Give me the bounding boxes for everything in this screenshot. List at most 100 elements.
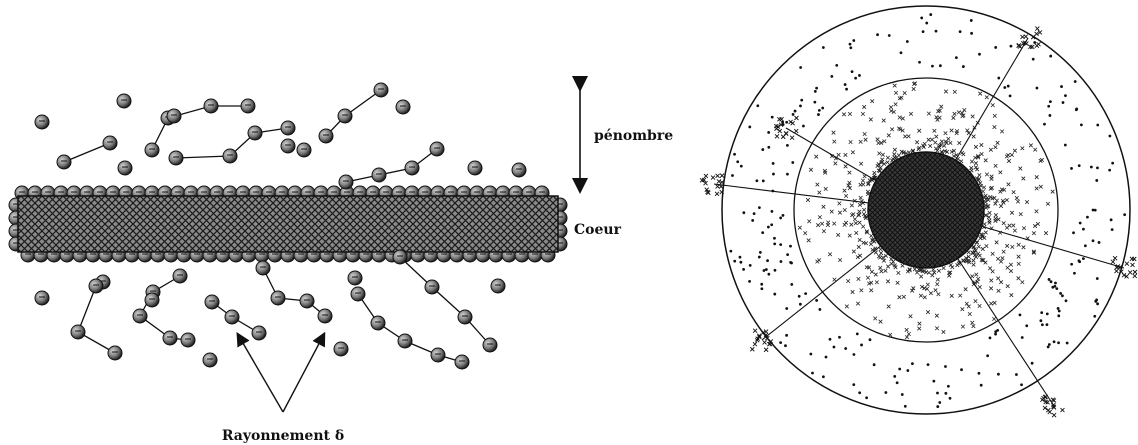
penumbra-cross xyxy=(851,150,855,154)
penumbra-cross xyxy=(1007,159,1011,163)
atom-ball xyxy=(300,294,314,308)
delta-ray-path xyxy=(140,276,188,340)
penumbra-cross xyxy=(843,189,847,193)
penumbra-cross xyxy=(1002,188,1006,192)
penumbra-dot xyxy=(763,269,766,272)
penumbra-dot xyxy=(1009,94,1012,97)
penumbra-cross xyxy=(1006,284,1010,288)
ray-cluster-cross xyxy=(1111,260,1115,264)
penumbra-cross xyxy=(1012,224,1016,228)
penumbra-cross xyxy=(993,301,997,305)
atom-ball xyxy=(351,287,365,301)
penumbra-dot xyxy=(1025,324,1028,327)
penumbra-cross xyxy=(985,244,989,248)
penumbra-dot xyxy=(1046,312,1049,315)
penumbra-dot xyxy=(818,109,821,112)
atom-ball xyxy=(145,143,159,157)
penumbra-dot xyxy=(849,46,852,49)
penumbra-dot xyxy=(920,17,923,20)
atom-ball xyxy=(133,309,147,323)
penumbra-dot xyxy=(1015,373,1018,376)
ray-cluster-cross xyxy=(778,129,782,133)
penumbra-dot xyxy=(869,338,872,341)
penumbra-cross xyxy=(1011,245,1015,249)
penumbra-dot xyxy=(740,165,743,168)
penumbra-cross xyxy=(909,112,913,116)
penumbra-dot xyxy=(911,362,914,365)
penumbra-cross xyxy=(912,87,916,91)
penumbra-cross xyxy=(870,270,874,274)
penumbra-dot xyxy=(856,332,859,335)
penumbra-cross xyxy=(935,135,939,139)
penumbra-cross xyxy=(1000,130,1004,134)
penumbra-dot xyxy=(876,33,879,36)
penumbra-dot xyxy=(949,397,952,400)
penumbra-dot xyxy=(815,299,818,302)
penumbra-dot xyxy=(922,30,925,33)
penumbra-cross xyxy=(815,260,819,264)
penumbra-dot xyxy=(767,226,770,229)
penumbra-cross xyxy=(858,221,862,225)
penumbra-dot xyxy=(1031,362,1034,365)
penumbra-dot xyxy=(1082,257,1085,260)
penumbra-dot xyxy=(860,344,863,347)
penumbra-dot xyxy=(758,206,761,209)
penumbra-cross xyxy=(942,144,946,148)
penumbra-cross xyxy=(879,251,883,255)
penumbra-cross xyxy=(882,259,886,263)
penumbra-cross xyxy=(894,103,898,107)
penumbra-dot xyxy=(772,162,775,165)
ray-cluster-cross xyxy=(716,174,720,178)
penumbra-dot xyxy=(1007,85,1010,88)
penumbra-dot xyxy=(813,101,816,104)
penumbra-cross xyxy=(997,289,1001,293)
penumbra-cross xyxy=(978,254,982,258)
penumbra-cross xyxy=(828,252,832,256)
ray-cluster-cross xyxy=(753,329,757,333)
ray-cluster-cross xyxy=(1060,408,1064,412)
penumbra-dot xyxy=(799,303,802,306)
penumbra-cross xyxy=(832,222,836,226)
penumbra-dot xyxy=(1070,167,1073,170)
penumbra-cross xyxy=(934,288,938,292)
penumbra-dot xyxy=(759,251,762,254)
penumbra-dot xyxy=(1033,41,1036,44)
penumbra-cross xyxy=(937,269,941,273)
penumbra-cross xyxy=(925,287,929,291)
penumbra-cross xyxy=(909,314,913,318)
penumbra-dot xyxy=(818,308,821,311)
ray-cluster-cross xyxy=(775,127,779,131)
penumbra-cross xyxy=(957,111,961,115)
ion-track-side-view: pénombre Coeur Rayonnement δ xyxy=(9,83,673,444)
penumbra-cross xyxy=(864,138,868,142)
penumbra-cross xyxy=(859,162,863,166)
penumbra-cross xyxy=(988,211,992,215)
penumbra-cross xyxy=(985,95,989,99)
penumbra-cross xyxy=(866,276,870,280)
penumbra-dot xyxy=(786,173,789,176)
penumbra-dot xyxy=(1060,85,1063,88)
atom-ball xyxy=(281,121,295,135)
penumbra-cross xyxy=(905,335,909,339)
penumbra-dot xyxy=(761,231,764,234)
penumbra-dot xyxy=(794,110,797,113)
atom-ball xyxy=(468,161,482,175)
penumbra-cross xyxy=(853,217,857,221)
penumbra-cross xyxy=(928,144,932,148)
track-core xyxy=(18,196,558,252)
penumbra-dot xyxy=(1096,302,1099,305)
penumbra-dot xyxy=(852,383,855,386)
penumbra-cross xyxy=(844,153,848,157)
penumbra-dot xyxy=(858,391,861,394)
atom-ball xyxy=(256,261,270,275)
penumbra-cross xyxy=(940,140,944,144)
penumbra-cross xyxy=(993,125,997,129)
penumbra-dot xyxy=(1051,286,1054,289)
penumbra-dot xyxy=(785,334,788,337)
delta-ray-path xyxy=(326,90,381,136)
penumbra-dot xyxy=(884,391,887,394)
penumbra-dot xyxy=(773,293,776,296)
atom-ball xyxy=(483,338,497,352)
penumbra-dot xyxy=(1040,311,1043,314)
